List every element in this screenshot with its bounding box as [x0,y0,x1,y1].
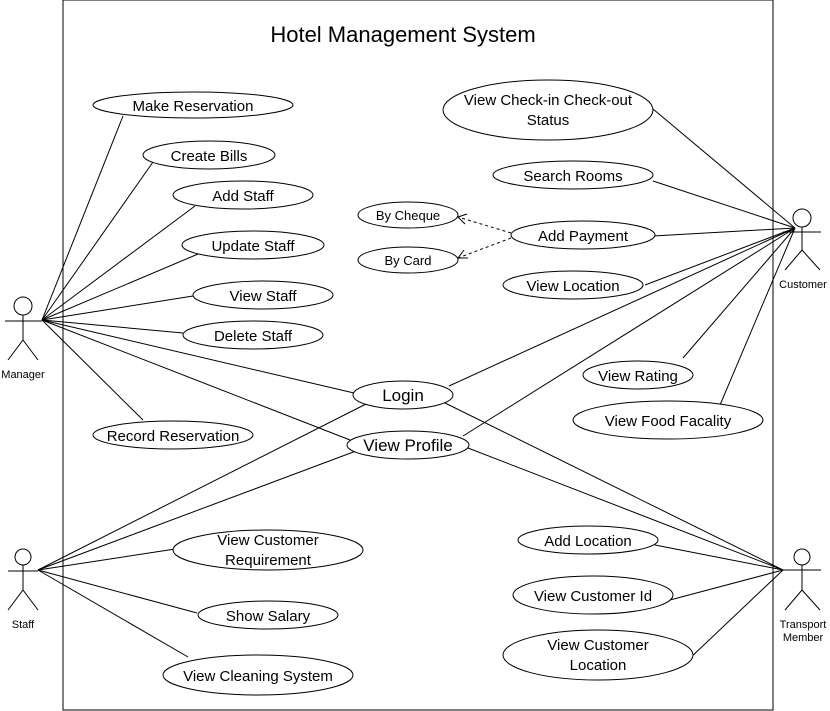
use-case-add-location[interactable]: Add Location [517,525,659,555]
use-case-label: By Cheque [376,208,440,223]
use-case-label: View Customer [547,637,648,654]
use-case-add-staff[interactable]: Add Staff [172,180,314,210]
use-case-label: Show Salary [226,608,311,625]
use-case-label: Status [527,112,570,129]
actor-staff[interactable]: Staff [7,548,39,631]
use-case-view-check-in-check-out-status[interactable]: View Check-in Check-out Status [442,79,654,141]
use-case-view-staff[interactable]: View Staff [192,280,334,310]
use-case-view-food-facality[interactable]: View Food Facality [572,400,764,440]
actor-label: Member [783,632,824,644]
association-lines [37,108,796,661]
use-case-view-customer-requirement[interactable]: View Customer Requirement [172,529,364,571]
use-case-label: View Profile [363,436,452,455]
use-case-label: Update Staff [211,238,295,255]
use-case-make-reservation[interactable]: Make Reservation [92,91,294,119]
use-case-label: Create Bills [171,148,248,165]
system-title: Hotel Management System [270,22,535,47]
stick-figure-icon [783,548,821,611]
use-case-view-customer-location[interactable]: View Customer Location [502,629,694,681]
use-case-label: Requirement [225,552,312,569]
use-case-login[interactable]: Login [352,380,454,410]
use-case-show-salary[interactable]: Show Salary [197,600,339,630]
use-case-search-rooms[interactable]: Search Rooms [492,160,654,190]
use-case-label: Login [382,386,424,405]
use-case-label: View Customer Id [534,588,652,605]
actor-label: Customer [779,279,827,291]
actor-customer[interactable]: Customer [779,208,827,291]
use-case-label: View Food Facality [605,413,732,430]
actor-manager[interactable]: Manager [1,296,45,381]
use-case-add-payment[interactable]: Add Payment [510,220,656,250]
use-case-label: By Card [385,253,432,268]
use-case-label: View Cleaning System [183,668,333,685]
actor-transport-member[interactable]: Transport Member [780,548,827,644]
use-case-view-location[interactable]: View Location [502,270,644,300]
use-case-label: Location [570,657,627,674]
actor-label: Staff [12,619,35,631]
use-case-label: View Staff [230,288,298,305]
use-case-label: Add Staff [212,188,274,205]
actor-label: Manager [1,369,45,381]
use-case-label: View Location [526,278,619,295]
use-case-label: Record Reservation [107,428,240,445]
actor-label: Transport [780,619,827,631]
use-case-create-bills[interactable]: Create Bills [142,140,276,170]
use-case-view-cleaning-system[interactable]: View Cleaning System [162,654,354,696]
stick-figure-icon [7,548,39,611]
use-case-label: View Customer [217,532,318,549]
use-case-view-rating[interactable]: View Rating [582,360,694,390]
use-case-delete-staff[interactable]: Delete Staff [182,320,324,350]
use-case-label: Add Payment [538,228,629,245]
use-case-view-customer-id[interactable]: View Customer Id [512,575,674,615]
use-case-label: View Check-in Check-out [464,92,633,109]
use-case-label: Delete Staff [214,328,293,345]
stick-figure-icon [783,208,821,271]
use-case-view-profile[interactable]: View Profile [346,430,470,460]
use-case-label: Search Rooms [523,168,622,185]
use-case-update-staff[interactable]: Update Staff [181,230,325,260]
use-case-label: View Rating [598,368,678,385]
use-case-label: Make Reservation [133,98,254,115]
use-case-by-card[interactable]: By Card [357,246,459,274]
use-case-label: Add Location [544,533,632,550]
use-case-record-reservation[interactable]: Record Reservation [92,420,254,450]
use-case-by-cheque[interactable]: By Cheque [357,201,459,229]
stick-figure-icon [5,296,42,361]
